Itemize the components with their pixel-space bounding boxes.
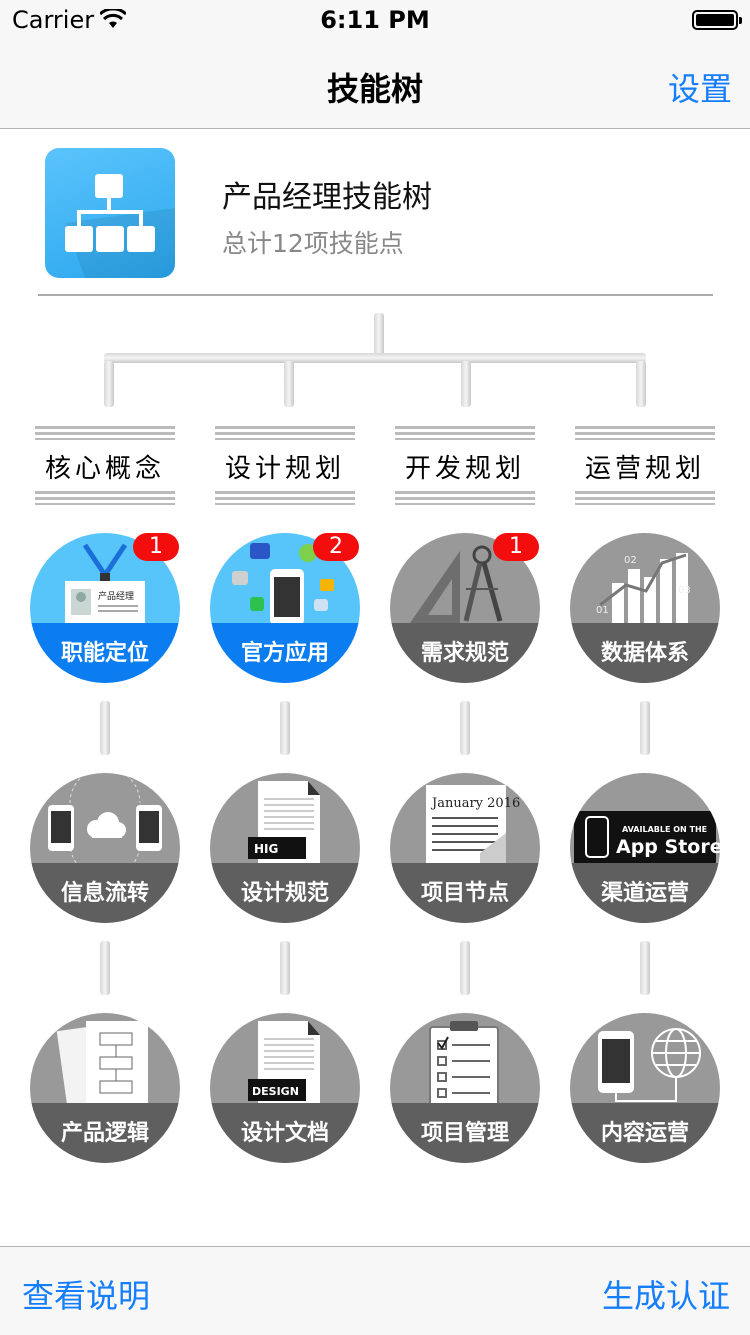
navigation-bar: 技能树 设置 [0,40,750,129]
notification-badge: 2 [313,533,359,561]
branch-drop-pipe [104,361,114,407]
node-connector-pipe [460,701,470,755]
category-operations-planning: 运营规划 [575,426,715,505]
document-icon: DESIGN [248,1021,320,1103]
category-label: 开发规划 [404,454,525,484]
skill-node-label: 职能定位 [60,641,149,666]
skill-node-product-logic[interactable]: 产品逻辑 [30,1013,180,1163]
tree-trunk-pipe [374,313,384,361]
globe-phone-icon [598,1028,701,1102]
header-divider [38,294,713,296]
skill-node-project-management[interactable]: 项目管理 [390,1013,540,1163]
app-store-icon: AVAILABLE ON THE App Store [574,811,720,863]
flowchart-icon [56,1021,148,1103]
bar-chart-icon: 01 02 03 [596,553,691,623]
skill-node-design-spec[interactable]: HIG 设计规范 [210,773,360,923]
skill-node-content-operations[interactable]: 内容运营 [570,1013,720,1163]
skill-node-channel-operations[interactable]: AVAILABLE ON THE App Store 渠道运营 [570,773,720,923]
node-connector-pipe [640,941,650,995]
skill-node-label: 项目管理 [420,1121,509,1146]
app-store-title: App Store [616,836,720,858]
doc-tag-text: DESIGN [252,1085,299,1098]
ruler-compass-icon [410,545,503,623]
carrier-label: Carrier [12,6,95,34]
skill-node-label: 需求规范 [420,641,509,666]
document-icon: HIG [248,781,320,863]
badge-card-text: 产品经理 [98,590,134,602]
page-title: 技能树 [326,70,423,108]
branch-drop-pipe [461,361,471,407]
wifi-icon [100,9,126,28]
chart-marker-02: 02 [624,555,637,566]
view-instructions-button[interactable]: 查看说明 [22,1277,151,1315]
skill-node-label: 项目节点 [420,881,509,906]
node-connector-pipe [280,701,290,755]
skill-node-project-milestones[interactable]: January 2016 项目节点 [390,773,540,923]
notification-badge: 1 [133,533,179,561]
skill-node-label: 设计规范 [240,881,329,906]
category-label: 运营规划 [584,454,705,484]
notification-badge: 1 [493,533,539,561]
skill-tree-title: 产品经理技能树 [222,180,432,215]
clipboard-icon [429,1021,499,1103]
branch-drop-pipe [636,361,646,407]
calendar-month-text: January 2016 [430,796,520,811]
cloud-sync-icon [48,773,162,863]
skill-node-info-flow[interactable]: 信息流转 [30,773,180,923]
settings-button[interactable]: 设置 [667,70,732,108]
skill-node-design-docs[interactable]: DESIGN 设计文档 [210,1013,360,1163]
node-connector-pipe [640,701,650,755]
skill-node-label: 信息流转 [60,881,149,906]
battery-icon [692,10,742,30]
category-label: 核心概念 [44,454,165,484]
skill-node-label: 渠道运营 [600,881,689,906]
branch-drop-pipe [284,361,294,407]
node-connector-pipe [280,941,290,995]
skill-node-label: 设计文档 [240,1121,329,1146]
category-dev-planning: 开发规划 [395,426,535,505]
skill-node-label: 官方应用 [240,641,329,666]
skill-node-data-system[interactable]: 01 02 03 数据体系 [570,533,720,683]
skill-tree-app-icon [45,148,175,278]
doc-tag-text: HIG [254,842,278,856]
skill-node-label: 内容运营 [600,1121,689,1146]
bottom-toolbar: 查看说明 生成认证 [0,1246,750,1335]
skill-node-label: 数据体系 [600,641,689,666]
id-badge-icon: 产品经理 [65,543,145,623]
category-core-concepts: 核心概念 [35,426,175,505]
app-store-caption: AVAILABLE ON THE [622,825,707,834]
skill-count-subtitle: 总计12项技能点 [222,229,404,258]
status-time: 6:11 PM [320,6,430,34]
node-connector-pipe [460,941,470,995]
status-bar: Carrier 6:11 PM [0,0,750,40]
category-design-planning: 设计规划 [215,426,355,505]
calendar-icon: January 2016 [426,785,520,863]
tree-branch-pipe [104,353,646,363]
generate-certificate-button[interactable]: 生成认证 [601,1277,730,1315]
chart-marker-01: 01 [596,605,609,616]
chart-marker-03: 03 [678,585,691,596]
apps-phone-icon [232,543,334,623]
node-connector-pipe [100,701,110,755]
category-label: 设计规划 [224,454,345,484]
skill-node-label: 产品逻辑 [60,1121,149,1146]
node-connector-pipe [100,941,110,995]
